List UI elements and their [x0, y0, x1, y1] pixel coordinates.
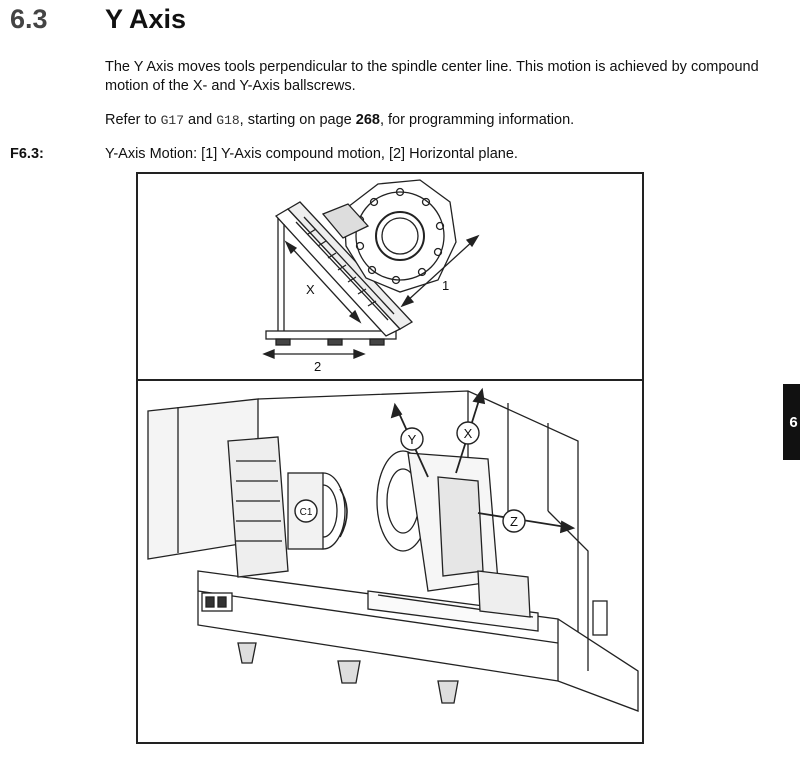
- code-g17: G17: [160, 113, 185, 128]
- intro-paragraph: The Y Axis moves tools perpendicular to …: [105, 59, 759, 94]
- callout-c1: C1: [300, 507, 313, 518]
- section-number: 6.3: [10, 4, 48, 34]
- compound-motion-diagram: X 1 2: [262, 179, 480, 374]
- callout-x-top: X: [306, 282, 315, 297]
- figure-caption: Y-Axis Motion: [1] Y-Axis compound motio…: [105, 146, 518, 162]
- figure-divider: [138, 379, 642, 381]
- callout-x-bottom: X: [464, 426, 473, 441]
- ref-suffix: , for programming information.: [379, 112, 575, 128]
- ref-prefix: Refer to: [105, 112, 161, 128]
- callout-2: 2: [314, 359, 321, 374]
- page-number: 268: [355, 112, 380, 128]
- chapter-side-tab: 6: [783, 384, 800, 460]
- figure-label: F6.3:: [10, 146, 44, 162]
- code-g18: G18: [216, 113, 240, 128]
- ref-middle: , starting on page: [239, 112, 356, 128]
- callout-y: Y: [408, 432, 417, 447]
- turret-disc: [343, 179, 457, 293]
- callout-z: Z: [510, 514, 518, 529]
- callout-1: 1: [442, 278, 449, 293]
- lathe-machine-drawing: Y X Z C1: [147, 387, 639, 712]
- figure-frame: X 1 2: [136, 172, 644, 744]
- ref-and: and: [184, 112, 217, 128]
- section-title: Y Axis: [105, 4, 187, 34]
- reference-paragraph: Refer to G17 and G18, starting on page 2…: [105, 111, 765, 130]
